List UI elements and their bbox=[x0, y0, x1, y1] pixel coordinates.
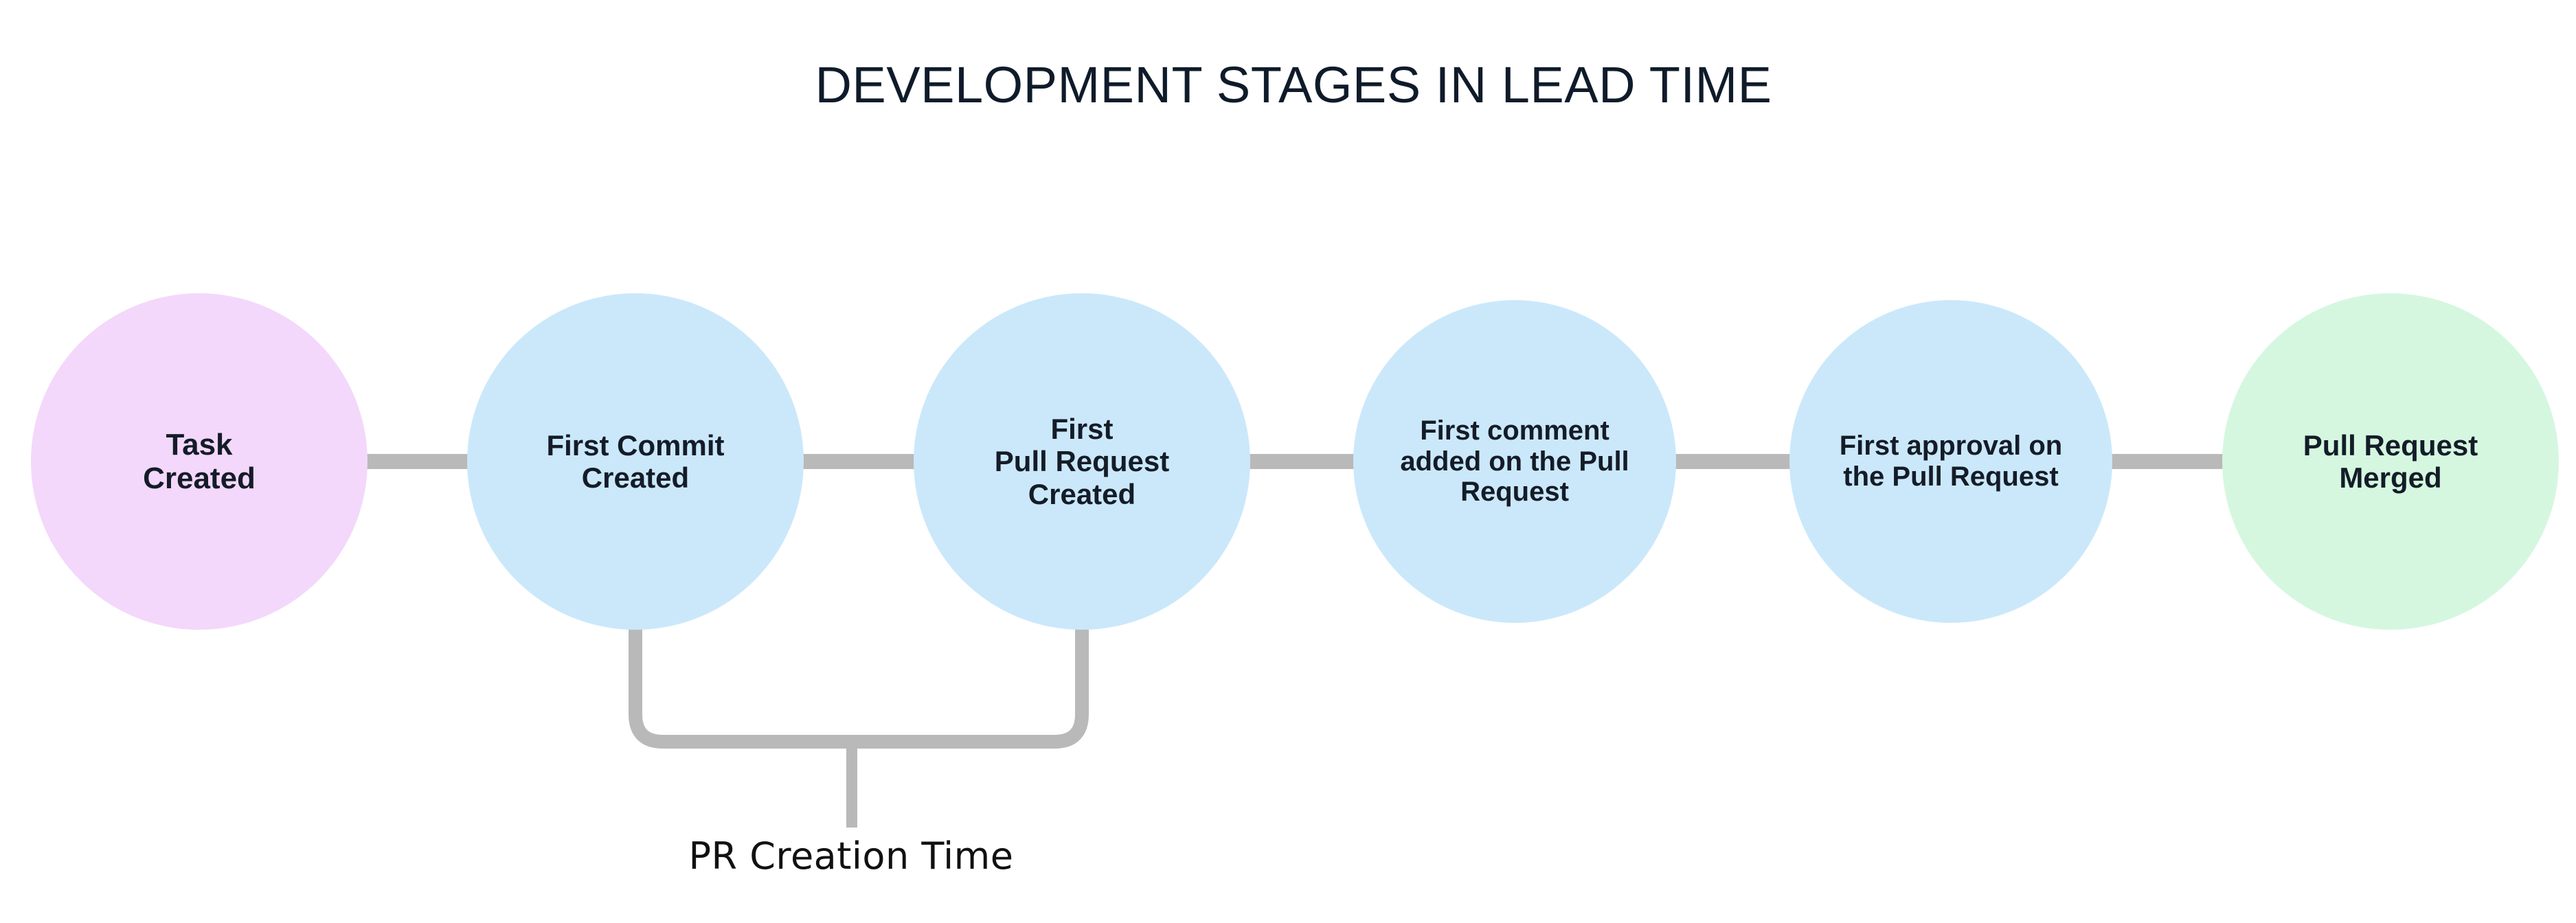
node-task-created[interactable]: Task Created bbox=[31, 293, 368, 630]
node-label-pull-request-merged: Pull Request Merged bbox=[2303, 429, 2478, 494]
node-first-comment-on-pr[interactable]: First comment added on the Pull Request bbox=[1353, 300, 1676, 623]
node-first-commit-created[interactable]: First Commit Created bbox=[467, 293, 804, 630]
node-first-approval-on-pr[interactable]: First approval on the Pull Request bbox=[1789, 300, 2112, 623]
annotation-label-pr-creation-time: PR Creation Time bbox=[688, 834, 1014, 878]
node-label-task-created: Task Created bbox=[143, 427, 256, 495]
node-label-first-comment-on-pr: First comment added on the Pull Request bbox=[1400, 415, 1629, 508]
diagram-title-banner: DEVELOPMENT STAGES IN LEAD TIME bbox=[749, 38, 1838, 130]
node-pull-request-merged[interactable]: Pull Request Merged bbox=[2222, 293, 2559, 630]
node-label-first-commit-created: First Commit Created bbox=[546, 429, 725, 494]
page-title: DEVELOPMENT STAGES IN LEAD TIME bbox=[815, 56, 1772, 113]
node-label-first-pull-request-created: First Pull Request Created bbox=[994, 413, 1170, 510]
annotation-pr-creation-time[interactable]: PR Creation Time bbox=[649, 817, 1053, 894]
node-first-pull-request-created[interactable]: First Pull Request Created bbox=[914, 293, 1250, 630]
node-label-first-approval-on-pr: First approval on the Pull Request bbox=[1839, 431, 2063, 492]
bracket-pr-creation-time bbox=[629, 628, 1089, 749]
